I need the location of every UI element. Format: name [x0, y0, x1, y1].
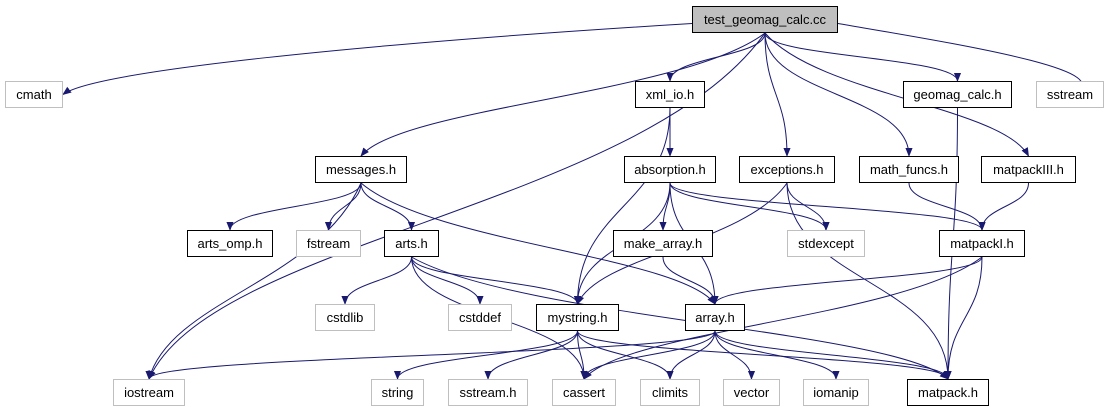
node-cstddef[interactable]: cstddef [448, 304, 512, 331]
edge-absorption-h-to-matpacki-h [669, 182, 986, 231]
edge-array-h-to-matpack-h [714, 330, 952, 380]
node-exceptions-h[interactable]: exceptions.h [739, 156, 835, 183]
edge-array-h-to-climits [666, 330, 716, 380]
edge-matpackiii-h-to-matpacki-h [978, 182, 1029, 231]
node-array-h[interactable]: array.h [685, 304, 745, 331]
node-arts-h[interactable]: arts.h [384, 230, 439, 257]
edge-matpacki-h-to-array-h [711, 256, 983, 305]
edge-array-h-to-iomanip [714, 330, 840, 380]
edge-messages-h-to-fstream [324, 182, 362, 231]
node-mystring-h[interactable]: mystring.h [536, 304, 619, 331]
edge-array-h-to-iostream [145, 330, 716, 380]
node-sstream[interactable]: sstream [1036, 81, 1104, 108]
edge-absorption-h-to-stdexcept [669, 182, 830, 231]
node-geomag-calc-h[interactable]: geomag_calc.h [903, 81, 1012, 108]
edge-test-geomag-calc-cc-to-cmath [62, 23, 693, 96]
edge-arts-h-to-cstddef [411, 256, 484, 305]
node-xml-io-h[interactable]: xml_io.h [635, 81, 705, 108]
edge-messages-h-to-arts-omp-h [226, 182, 362, 231]
edge-test-geomag-calc-cc-to-math-funcs-h [764, 32, 913, 157]
node-matpack-h[interactable]: matpack.h [907, 379, 989, 406]
node-iostream[interactable]: iostream [113, 379, 185, 406]
node-climits[interactable]: climits [640, 379, 700, 406]
node-cassert[interactable]: cassert [552, 379, 616, 406]
edge-arts-h-to-mystring-h [411, 256, 582, 305]
edge-messages-h-to-array-h [360, 182, 716, 305]
node-arts-omp-h[interactable]: arts_omp.h [187, 230, 273, 257]
node-math-funcs-h[interactable]: math_funcs.h [859, 156, 959, 183]
node-absorption-h[interactable]: absorption.h [624, 156, 716, 183]
edge-test-geomag-calc-cc-to-exceptions-h [764, 32, 791, 157]
edge-messages-h-to-iostream [147, 182, 362, 380]
edge-test-geomag-calc-cc-to-xml-io-h [666, 32, 766, 82]
edge-mystring-h-to-matpack-h [577, 330, 952, 380]
node-string[interactable]: string [371, 379, 424, 406]
node-sstream-h[interactable]: sstream.h [448, 379, 528, 406]
edge-matpacki-h-to-matpack-h [944, 256, 983, 380]
edge-exceptions-h-to-stdexcept [786, 182, 830, 231]
edge-xml-io-h-to-mystring-h [573, 107, 671, 305]
node-stdexcept[interactable]: stdexcept [787, 230, 865, 257]
edge-make-array-h-to-array-h [662, 256, 719, 305]
node-test-geomag-calc-cc[interactable]: test_geomag_calc.cc [692, 6, 838, 33]
node-matpacki-h[interactable]: matpackI.h [939, 230, 1025, 257]
edge-test-geomag-calc-cc-to-geomag-calc-h [764, 32, 962, 82]
node-iomanip[interactable]: iomanip [803, 379, 869, 406]
node-fstream[interactable]: fstream [296, 230, 361, 257]
edge-mystring-h-to-sstream-h [484, 330, 578, 380]
edge-array-h-to-vector [714, 330, 756, 380]
node-cmath[interactable]: cmath [5, 81, 63, 108]
node-vector[interactable]: vector [723, 379, 780, 406]
node-messages-h[interactable]: messages.h [315, 156, 407, 183]
edge-messages-h-to-arts-h [360, 182, 416, 231]
edge-matpacki-h-to-cassert [583, 256, 983, 380]
node-matpackiii-h[interactable]: matpackIII.h [981, 156, 1076, 183]
edge-array-h-to-cassert [580, 330, 716, 380]
node-cstdlib[interactable]: cstdlib [315, 304, 375, 331]
edge-arts-h-to-cstdlib [341, 256, 412, 305]
edge-mystring-h-to-string [393, 330, 578, 380]
node-make-array-h[interactable]: make_array.h [613, 230, 713, 257]
edge-exceptions-h-to-matpack-h [786, 182, 952, 380]
